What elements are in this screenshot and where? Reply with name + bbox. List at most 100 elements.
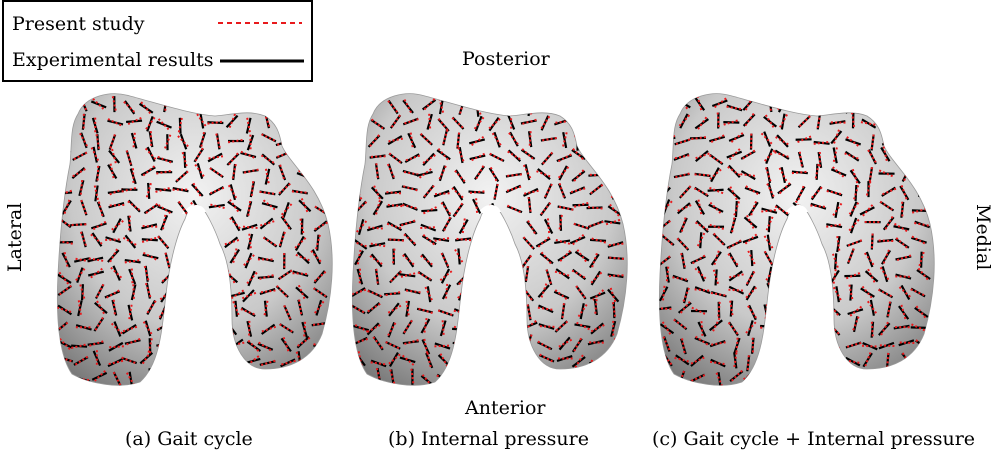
present-study-fibre: [111, 96, 117, 113]
present-study-fibre: [605, 354, 622, 363]
experimental-fibre: [587, 119, 601, 132]
present-study-fibre: [109, 163, 115, 180]
experimental-fibre: [659, 119, 673, 132]
present-study-fibre: [366, 302, 381, 314]
present-study-fibre: [79, 231, 88, 248]
experimental-fibre: [310, 99, 326, 110]
present-study-fibre: [661, 151, 666, 169]
experimental-fibre: [279, 104, 295, 113]
present-study-fibre: [386, 163, 396, 180]
present-study-fibre: [604, 169, 620, 178]
experimental-fibre: [587, 339, 604, 346]
label-posterior: Posterior: [462, 48, 550, 70]
experimental-fibre: [284, 116, 292, 133]
present-study-fibre: [833, 351, 840, 368]
present-study-fibre: [374, 199, 381, 216]
present-study-fibre: [276, 285, 289, 299]
experimental-fibre: [728, 270, 743, 282]
present-study-fibre: [663, 99, 668, 116]
present-study-fibre: [440, 201, 452, 216]
present-study-fibre: [296, 151, 311, 165]
present-study-fibre: [457, 147, 465, 163]
experimental-fibre: [403, 252, 415, 268]
present-study-fibre: [710, 291, 727, 297]
experimental-fibre: [208, 203, 225, 209]
present-study-fibre: [740, 173, 757, 177]
experimental-fibre: [845, 356, 861, 367]
experimental-fibre: [247, 270, 256, 287]
present-study-fibre: [608, 97, 616, 113]
experimental-fibre: [659, 306, 672, 311]
experimental-fibre: [257, 374, 274, 381]
present-study-fibre: [355, 117, 364, 133]
experimental-fibre: [57, 273, 72, 284]
experimental-fibre: [661, 151, 665, 169]
present-study-fibre: [505, 173, 522, 178]
experimental-fibre: [710, 358, 726, 368]
experimental-fibre: [609, 372, 622, 386]
experimental-fibre: [74, 257, 91, 263]
present-study-fibre: [763, 250, 774, 266]
experimental-fibre: [880, 146, 891, 162]
present-study-fibre: [210, 101, 226, 112]
experimental-fibre: [469, 154, 486, 161]
present-study-fibre: [609, 203, 621, 218]
present-study-fibre: [572, 169, 585, 183]
present-study-fibre: [369, 255, 384, 266]
experimental-fibre: [743, 216, 758, 229]
present-study-fibre: [537, 306, 554, 311]
present-study-fibre: [911, 235, 927, 245]
present-study-fibre: [572, 370, 583, 386]
present-study-fibre: [403, 233, 417, 246]
present-study-fibre: [356, 249, 362, 266]
present-study-fibre: [105, 238, 122, 241]
experimental-fibre: [452, 185, 464, 201]
present-study-fibre: [386, 222, 403, 230]
present-study-fibre: [542, 95, 549, 112]
experimental-fibre: [121, 324, 137, 335]
experimental-fibre: [141, 223, 158, 230]
experimental-fibre: [130, 284, 137, 301]
experimental-fibre: [87, 270, 105, 277]
present-study-fibre: [192, 182, 203, 198]
present-study-fibre: [297, 284, 307, 301]
present-study-fibre: [163, 134, 172, 150]
present-study-fibre: [586, 206, 603, 210]
present-study-fibre: [917, 267, 930, 282]
present-study-fibre: [232, 301, 241, 317]
present-study-fibre: [553, 120, 571, 124]
experimental-fibre: [298, 199, 312, 213]
present-study-fibre: [424, 286, 434, 302]
present-study-fibre: [57, 306, 73, 314]
present-study-fibre: [851, 168, 859, 185]
present-study-fibre: [540, 251, 553, 266]
present-study-fibre: [59, 148, 70, 164]
present-study-fibre: [673, 172, 690, 179]
present-study-fibre: [59, 338, 72, 351]
experimental-fibre: [352, 102, 365, 114]
experimental-fibre: [366, 224, 383, 232]
experimental-fibre: [849, 169, 861, 185]
present-study-fibre: [543, 183, 553, 199]
experimental-fibre: [107, 189, 124, 194]
present-study-fibre: [607, 256, 624, 260]
present-study-fibre: [387, 353, 401, 366]
present-study-fibre: [607, 274, 624, 278]
experimental-fibre: [694, 336, 711, 346]
present-study-fibre: [240, 150, 256, 160]
present-study-fibre: [121, 186, 138, 193]
present-study-fibre: [291, 190, 308, 194]
present-study-fibre: [910, 288, 926, 297]
experimental-fibre: [543, 218, 554, 235]
experimental-fibre: [458, 146, 464, 164]
experimental-fibre: [560, 97, 566, 114]
experimental-fibre: [156, 120, 172, 129]
present-study-fibre: [96, 165, 100, 182]
panel-gait-cycle-surface: [56, 93, 333, 386]
present-study-fibre: [442, 216, 452, 233]
present-study-fibre: [835, 96, 840, 113]
experimental-fibre: [864, 270, 879, 283]
experimental-fibre: [57, 150, 72, 163]
present-study-fibre: [571, 233, 585, 247]
caption-panel-a: (a) Gait cycle: [125, 428, 253, 450]
